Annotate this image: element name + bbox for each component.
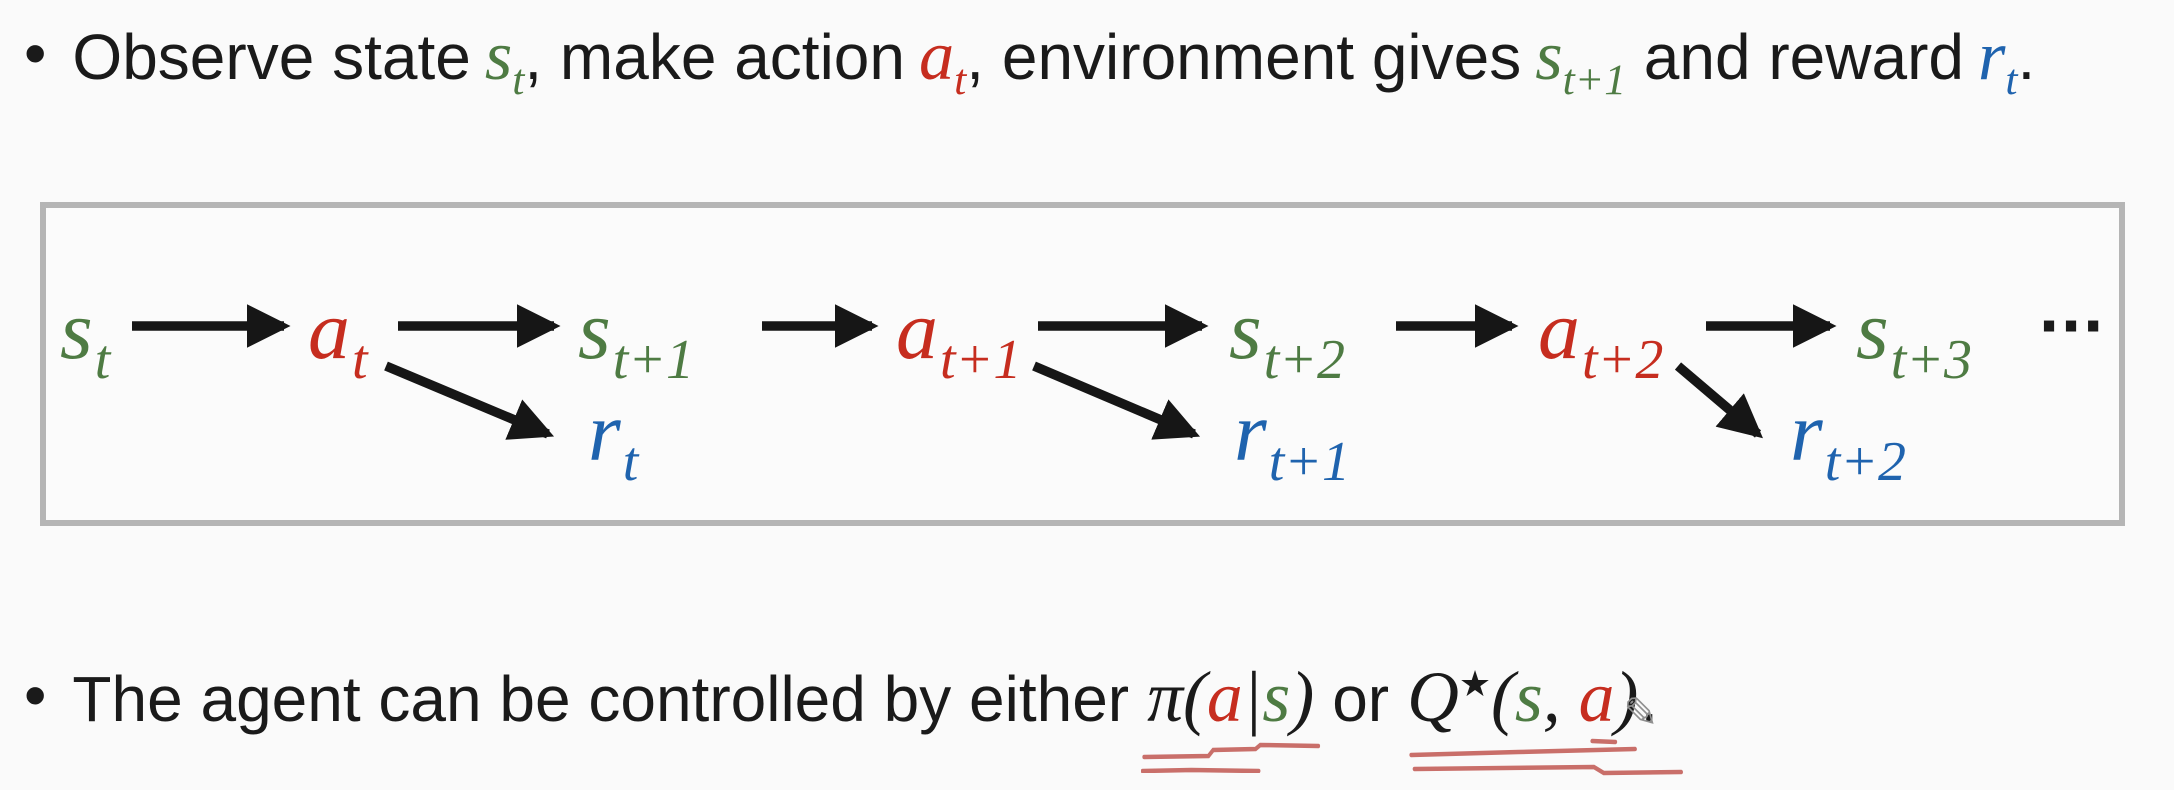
q-star-superscript: ★ xyxy=(1458,664,1491,704)
policy-bar: | xyxy=(1242,656,1263,737)
mdp-diagram-box: st at st+1 at+1 st+2 at+2 st+3 ··· rt rt… xyxy=(40,202,2125,526)
math-base: r xyxy=(1977,17,2006,95)
b1-text-observe-state: Observe state xyxy=(72,21,471,93)
arrow-at-to-rt xyxy=(384,361,555,440)
math-action-at: at xyxy=(918,17,966,102)
pencil-cursor-icon: ✎ xyxy=(1623,687,1659,737)
b1-period: . xyxy=(2017,21,2036,93)
node-state-st: st xyxy=(60,284,112,391)
math-base: s xyxy=(484,17,513,95)
math-reward-rt: rt xyxy=(1977,17,2018,102)
bullet-dot: • xyxy=(24,17,47,89)
reward-rt: rt xyxy=(588,386,640,493)
policy-close-paren: ) xyxy=(1290,656,1315,737)
b2-period: . xyxy=(1640,662,1659,735)
q-open-paren: ( xyxy=(1491,656,1515,737)
formula-q-function: Q★(s, a)✎ xyxy=(1407,642,1683,776)
q-arg-state: s xyxy=(1514,656,1543,737)
node-action-at1: at+1 xyxy=(896,284,1021,391)
math-sub: t xyxy=(2005,56,2018,105)
math-state-st1: st+1 xyxy=(1535,17,1626,102)
reward-rt2: rt+2 xyxy=(1790,386,1906,493)
arrow-at1-to-rt1 xyxy=(1032,361,1201,440)
b2-connector-or: or xyxy=(1332,662,1390,735)
bullet-dot: • xyxy=(24,658,47,731)
node-action-at2: at+2 xyxy=(1538,284,1663,391)
policy-arg-action: a xyxy=(1206,656,1243,737)
q-fn: Q xyxy=(1407,656,1459,737)
policy-arg-state: s xyxy=(1262,656,1291,737)
node-state-st3: st+3 xyxy=(1856,284,1972,391)
math-sub: t xyxy=(512,56,525,105)
node-action-at: at xyxy=(308,284,369,391)
b2-text-before: The agent can be controlled by either xyxy=(72,662,1130,735)
red-underline-policy xyxy=(1141,742,1321,773)
math-state-st: st xyxy=(484,17,525,102)
b1-text-make-action: , make action xyxy=(524,21,905,93)
q-close-paren: ) xyxy=(1614,656,1639,737)
mdp-diagram-svg: st at st+1 at+1 st+2 at+2 st+3 ··· rt rt… xyxy=(60,284,2104,493)
reward-rt1: rt+1 xyxy=(1234,386,1350,493)
b1-text-and-reward: and reward xyxy=(1626,21,1964,93)
math-sub: t+1 xyxy=(1562,56,1627,105)
node-state-st1: st+1 xyxy=(578,284,694,391)
b1-text-environment-gives: , environment gives xyxy=(966,21,1522,93)
ellipsis: ··· xyxy=(2038,292,2104,360)
math-base: a xyxy=(918,17,955,95)
node-state-st2: st+2 xyxy=(1229,284,1345,391)
math-base: s xyxy=(1535,17,1563,95)
math-sub: t xyxy=(954,56,967,105)
formula-policy: π(a|s) xyxy=(1141,655,1321,773)
q-comma: , xyxy=(1542,656,1579,737)
policy-open-paren: ( xyxy=(1183,656,1207,737)
q-arg-action: a xyxy=(1578,656,1615,737)
arrow-at2-to-rt2 xyxy=(1674,362,1763,439)
policy-fn: π xyxy=(1147,656,1183,737)
